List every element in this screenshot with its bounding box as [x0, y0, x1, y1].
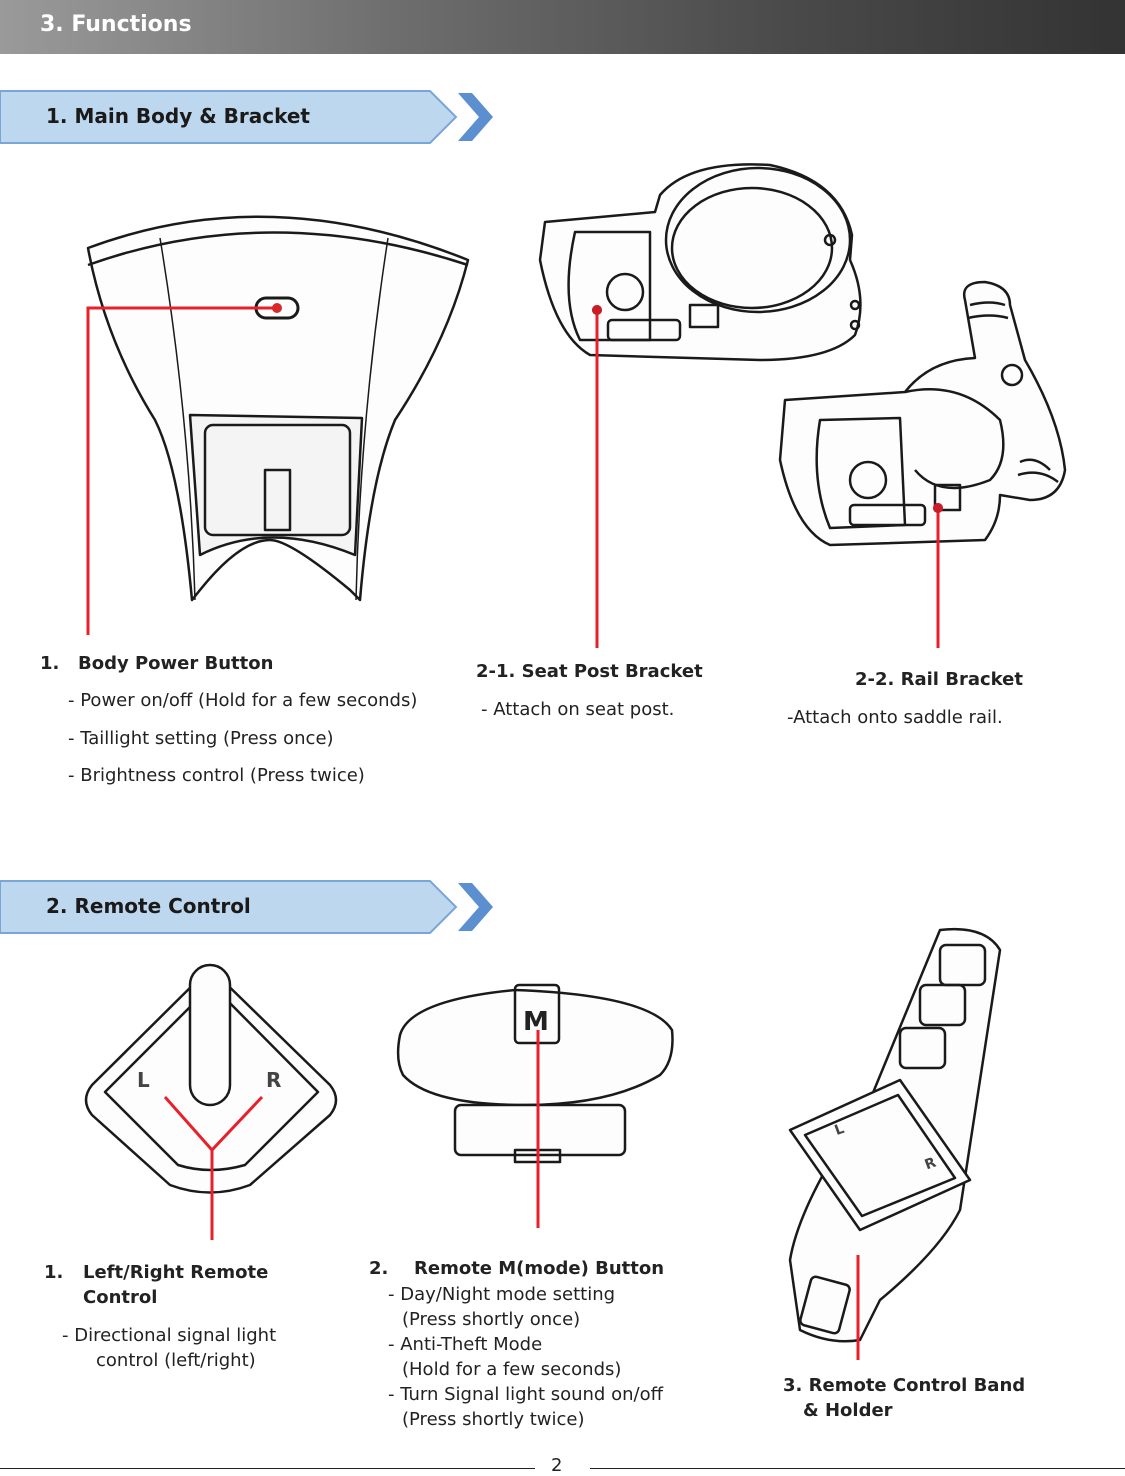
rail-bracket-title: 2-2. Rail Bracket: [855, 669, 1023, 690]
left-right-title: Left/Right Remote: [83, 1262, 269, 1283]
left-right-desc: control (left/right): [96, 1350, 256, 1371]
section-heading-main-body: 1. Main Body & Bracket: [0, 90, 500, 146]
rail-bracket-desc: -Attach onto saddle rail.: [787, 707, 1003, 728]
power-button-line: - Brightness control (Press twice): [68, 765, 365, 786]
mode-button-line: - Turn Signal light sound on/off: [388, 1384, 663, 1405]
remote-band-illustration: [788, 928, 1002, 1343]
main-body-illustration: [86, 215, 470, 602]
mode-button-line: (Press shortly twice): [402, 1409, 585, 1430]
section-title: 2. Remote Control: [46, 894, 251, 918]
left-right-remote-illustration: [84, 963, 338, 1194]
callout-line-power: [86, 306, 277, 635]
power-button-number: 1.: [40, 653, 60, 674]
left-right-title: Control: [83, 1287, 158, 1308]
mode-button-line: (Hold for a few seconds): [402, 1359, 622, 1380]
seat-post-bracket-illustration: [538, 163, 862, 362]
mode-button-number: 2.: [369, 1258, 389, 1279]
power-button-line: - Taillight setting (Press once): [68, 728, 334, 749]
remote-right-letter: R: [266, 1068, 282, 1092]
footer-rule-left: [0, 1468, 535, 1469]
callout-line-left-right: [163, 1095, 264, 1240]
mode-button-line: - Day/Night mode setting: [388, 1284, 616, 1305]
mode-button-title: Remote M(mode) Button: [414, 1258, 665, 1279]
left-right-number: 1.: [44, 1262, 64, 1283]
mode-button-line: (Press shortly once): [402, 1309, 581, 1330]
section-title: 1. Main Body & Bracket: [46, 104, 310, 128]
page-number: 2: [551, 1455, 563, 1476]
seat-post-bracket-desc: - Attach on seat post.: [481, 699, 675, 720]
section-arrow-banner: [0, 880, 493, 934]
power-button-title: Body Power Button: [78, 653, 274, 674]
mode-button-letter: M: [523, 1007, 549, 1037]
rail-bracket-illustration: [778, 280, 1067, 547]
left-right-desc: - Directional signal light: [62, 1325, 277, 1346]
section-heading-remote-control: 2. Remote Control: [0, 880, 500, 936]
footer-rule-right: [590, 1468, 1125, 1469]
power-button-line: - Power on/off (Hold for a few seconds): [68, 690, 418, 711]
page-title: 3. Functions: [40, 12, 192, 37]
band-holder-title: 3. Remote Control Band: [783, 1375, 1026, 1396]
header-bar: 3. Functions: [0, 0, 1125, 54]
remote-left-letter: L: [137, 1068, 150, 1092]
seat-post-bracket-title: 2-1. Seat Post Bracket: [476, 661, 703, 682]
mode-remote-illustration: [396, 983, 674, 1164]
section-arrow-banner: [0, 90, 493, 144]
mode-button-line: - Anti-Theft Mode: [388, 1334, 543, 1355]
band-holder-title: & Holder: [803, 1400, 893, 1421]
